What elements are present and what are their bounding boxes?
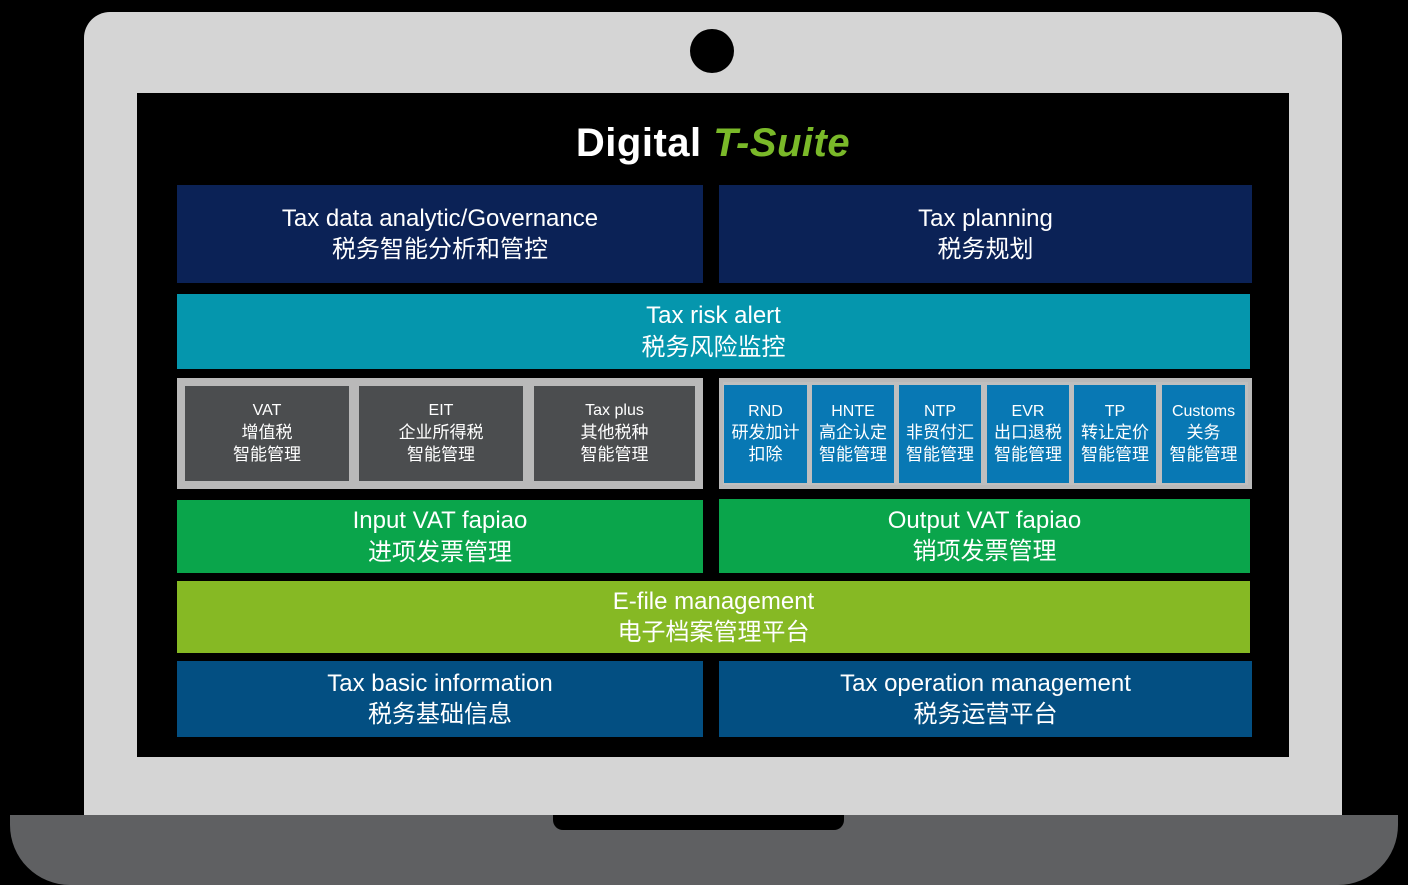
block-e-file-management: E-file management 电子档案管理平台 [177,581,1250,653]
cell-customs: Customs 关务 智能管理 [1162,385,1245,483]
cell-zh2: 智能管理 [233,444,301,464]
block-en: Output VAT fapiao [887,506,1082,534]
block-en: Tax data analytic/Governance [281,204,599,232]
title-prefix: Digital [575,121,702,165]
block-zh: 税务风险监控 [641,333,786,361]
cell-en: Customs [1171,402,1236,420]
page-title: Digital T-Suite [137,121,1289,166]
block-en: E-file management [612,587,815,615]
laptop-screen: Digital T-Suite Tax data analytic/Govern… [137,93,1289,757]
cell-evr: EVR 出口退税 智能管理 [987,385,1069,483]
cell-zh2: 智能管理 [1081,445,1149,465]
block-zh: 进项发票管理 [368,538,512,566]
block-tax-basic-information: Tax basic information 税务基础信息 [177,661,703,737]
cell-ntp: NTP 非贸付汇 智能管理 [899,385,981,483]
block-tax-risk-alert: Tax risk alert 税务风险监控 [177,294,1250,369]
cell-zh2: 智能管理 [580,444,649,464]
cell-zh1: 关务 [1186,423,1221,443]
cell-en: Tax plus [585,402,644,419]
block-zh: 电子档案管理平台 [617,619,810,646]
laptop-base-notch [553,815,844,830]
cell-zh1: 出口退税 [994,423,1062,443]
cell-en: EIT [428,402,454,419]
cell-tax-plus: Tax plus 其他税种 智能管理 [534,386,695,481]
cell-zh2: 智能管理 [819,445,887,465]
cell-zh2: 智能管理 [906,445,974,465]
block-zh: 税务运营平台 [913,701,1058,728]
cell-en: HNTE [831,402,875,420]
block-tax-planning: Tax planning 税务规划 [719,185,1252,283]
cell-zh2: 智能管理 [1169,445,1238,465]
cell-en: NTP [924,402,956,420]
block-zh: 税务智能分析和管控 [332,236,548,263]
cell-zh1: 企业所得税 [398,422,484,442]
cell-zh2: 扣除 [748,445,783,465]
cell-zh1: 研发加计 [731,423,800,443]
block-output-vat-fapiao: Output VAT fapiao 销项发票管理 [719,499,1250,573]
block-zh: 税务基础信息 [368,701,512,728]
cell-hnte: HNTE 高企认定 智能管理 [812,385,894,483]
cell-zh1: 增值税 [241,422,293,442]
block-en: Input VAT fapiao [352,507,528,535]
cell-en: TP [1104,402,1126,420]
cell-zh2: 智能管理 [994,445,1062,465]
block-zh: 税务规划 [937,236,1034,263]
cell-zh1: 非贸付汇 [906,423,974,443]
camera-icon [690,29,734,73]
cell-zh1: 转让定价 [1081,423,1149,443]
cell-en: RND [748,402,783,420]
block-en: Tax planning [918,204,1053,232]
block-en: Tax basic information [327,669,553,697]
cell-en: VAT [252,402,282,419]
cell-eit: EIT 企业所得税 智能管理 [359,386,523,481]
cell-tp: TP 转让定价 智能管理 [1074,385,1156,483]
cell-en: EVR [1011,402,1045,420]
block-en: Tax operation management [840,669,1131,697]
block-input-vat-fapiao: Input VAT fapiao 进项发票管理 [177,500,703,573]
cell-zh1: 高企认定 [819,423,887,443]
cell-rnd: RND 研发加计 扣除 [724,385,807,483]
cell-vat: VAT 增值税 智能管理 [185,386,349,481]
block-tax-data-analytic: Tax data analytic/Governance 税务智能分析和管控 [177,185,703,283]
block-en: Tax risk alert [646,302,781,330]
block-tax-operation-management: Tax operation management 税务运营平台 [719,661,1252,737]
cell-zh2: 智能管理 [407,444,475,464]
block-zh: 销项发票管理 [912,538,1057,565]
title-accent: T-Suite [713,121,851,165]
cell-zh1: 其他税种 [580,422,649,442]
